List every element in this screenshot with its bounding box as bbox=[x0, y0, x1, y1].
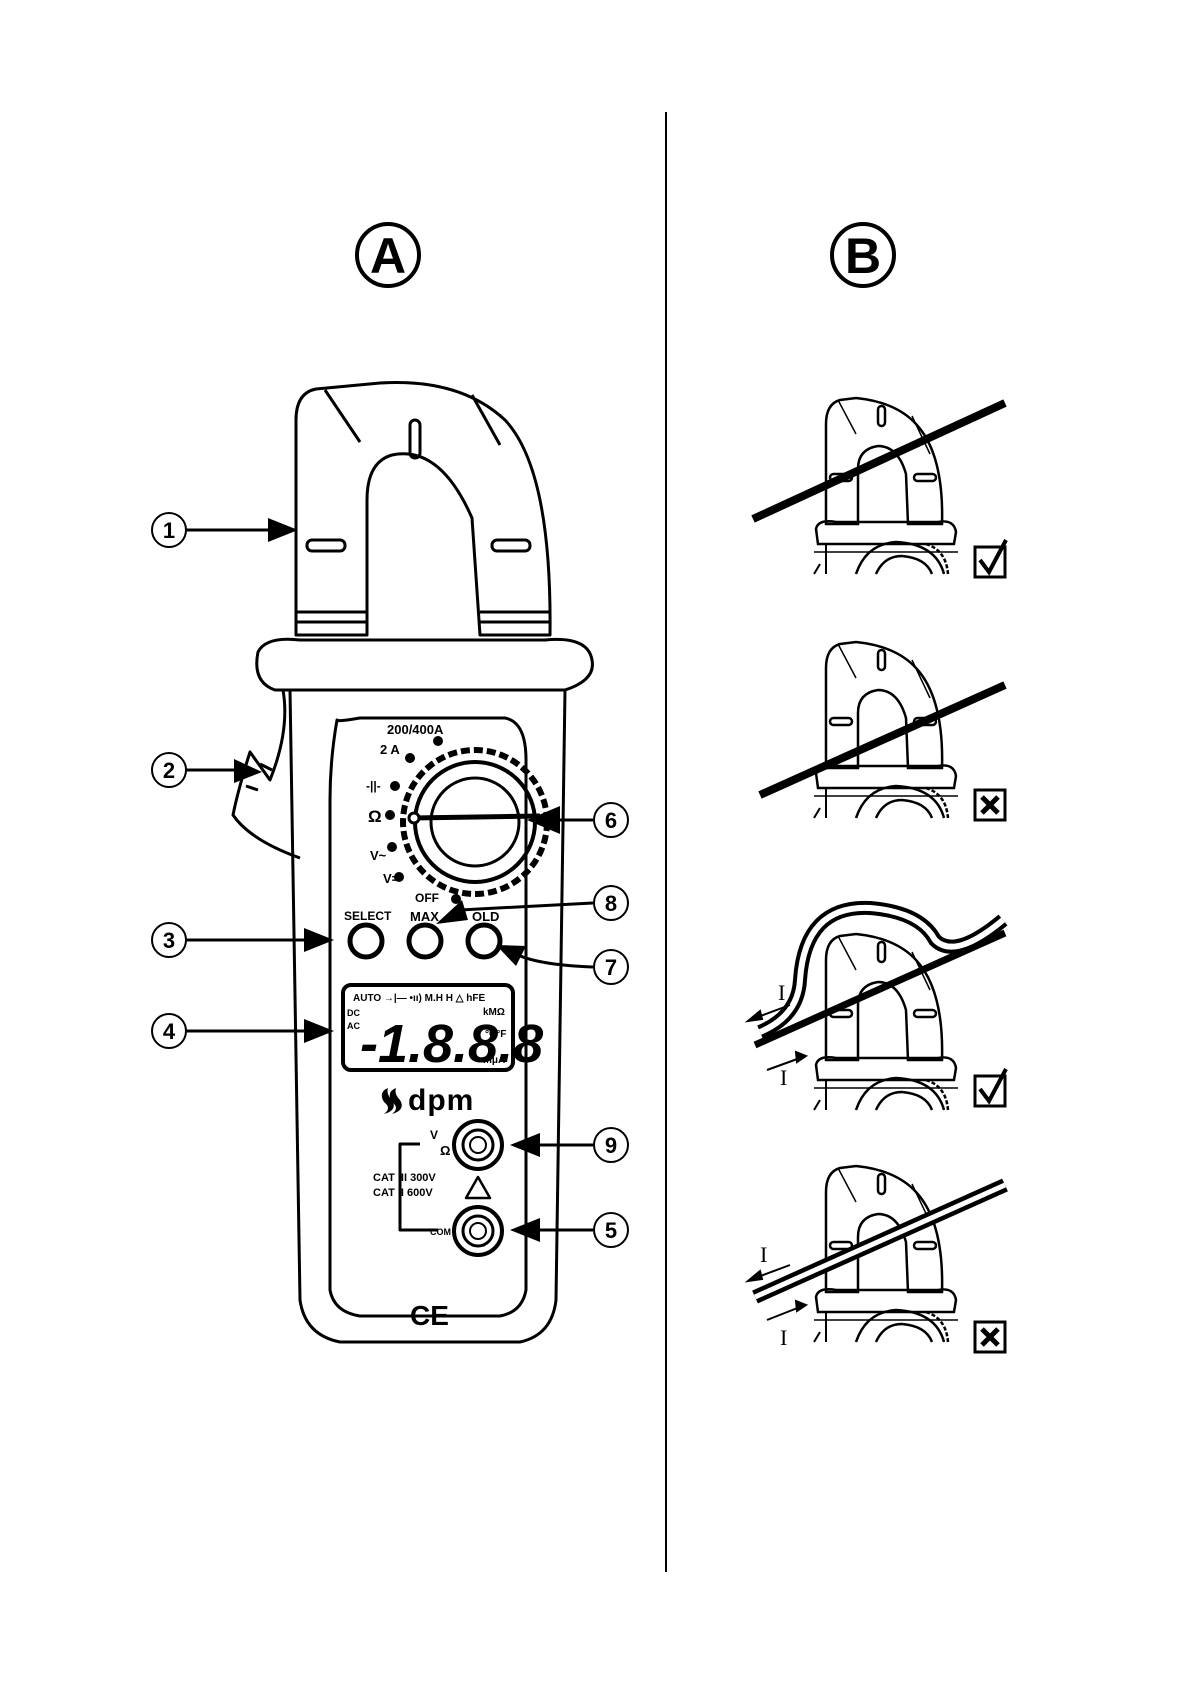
callout-2: 2 bbox=[163, 758, 175, 783]
current-label-in: I bbox=[780, 1325, 787, 1350]
callout-8: 8 bbox=[605, 891, 617, 916]
dial-v-dc: V= bbox=[383, 871, 400, 886]
lcd-unit-current: mμA bbox=[483, 1055, 505, 1066]
usage-correct-return-outside: I I bbox=[748, 908, 1006, 1110]
clamp-jaw bbox=[296, 382, 550, 635]
select-button-shape[interactable] bbox=[350, 925, 382, 957]
usage-correct-single-wire bbox=[753, 398, 1006, 577]
brand-name: dpm bbox=[408, 1084, 474, 1117]
callout-7: 7 bbox=[605, 955, 617, 980]
panel-b-heading: B bbox=[832, 224, 894, 286]
terminal-ohm-label: Ω bbox=[440, 1143, 450, 1158]
lcd-ac: AC bbox=[347, 1021, 360, 1031]
dial-range-200-400: 200/400A bbox=[387, 722, 444, 737]
cross-icon bbox=[975, 1322, 1005, 1352]
callout-4: 4 bbox=[163, 1019, 176, 1044]
max-button-shape[interactable] bbox=[409, 925, 441, 957]
check-icon bbox=[975, 540, 1006, 577]
category-cat2: CAT II 600V bbox=[373, 1187, 433, 1199]
ce-mark: CE bbox=[410, 1300, 449, 1331]
v-ohm-terminal[interactable] bbox=[454, 1121, 502, 1169]
current-label-out: I bbox=[760, 1242, 767, 1267]
hold-button-label: OLD bbox=[472, 909, 499, 924]
dial-diode-ohm: Ω bbox=[368, 807, 382, 826]
meter-shoulder bbox=[257, 639, 593, 690]
lcd-unit-temp: °C°F bbox=[485, 1029, 506, 1040]
callout-3: 3 bbox=[163, 928, 175, 953]
callout-9: 9 bbox=[605, 1133, 617, 1158]
dial-capacitance: -||- bbox=[366, 779, 381, 793]
lcd-annunciators: AUTO →|— •ıı) M.H H △ hFE bbox=[353, 993, 485, 1004]
panel-a-heading: A bbox=[357, 224, 419, 286]
callout-6: 6 bbox=[605, 808, 617, 833]
dial-off: OFF bbox=[415, 891, 439, 905]
callout-5: 5 bbox=[605, 1218, 617, 1243]
panel-b-label: B bbox=[845, 228, 881, 284]
terminal-v-label: V bbox=[430, 1128, 438, 1142]
usage-wrong-outside-jaw bbox=[760, 642, 1005, 820]
lcd-digits: -1.8.8.8 bbox=[360, 1014, 543, 1074]
lcd-unit-resistance: kMΩ bbox=[483, 1007, 505, 1018]
com-terminal[interactable] bbox=[454, 1207, 502, 1255]
dial-range-2: 2 A bbox=[380, 742, 400, 757]
lcd-dc: DC bbox=[347, 1008, 360, 1018]
hold-button-shape[interactable] bbox=[468, 925, 500, 957]
callout-1: 1 bbox=[163, 518, 175, 543]
usage-wrong-both-conductors: I I bbox=[748, 1166, 1005, 1352]
dial-v-ac: V~ bbox=[370, 848, 387, 863]
panel-a-label: A bbox=[370, 228, 406, 284]
cross-icon bbox=[975, 790, 1005, 820]
brand-logo: dpm bbox=[382, 1084, 475, 1117]
warning-icon bbox=[466, 1177, 490, 1198]
current-label-out: I bbox=[778, 980, 785, 1005]
current-label-in: I bbox=[780, 1065, 787, 1090]
max-button-label: MAX bbox=[410, 909, 439, 924]
select-button-label: SELECT bbox=[344, 909, 392, 923]
check-icon bbox=[975, 1069, 1006, 1106]
category-cat3: CAT III 300V bbox=[373, 1172, 436, 1184]
terminal-com-label: COM bbox=[430, 1227, 451, 1237]
